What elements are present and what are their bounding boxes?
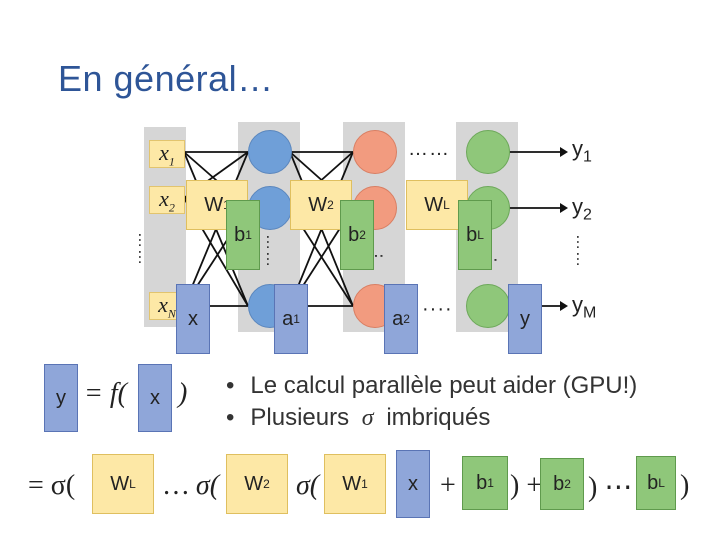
layerL-node-1 — [466, 130, 510, 174]
bullet-1: •Le calcul parallèle peut aider (GPU!) — [226, 372, 638, 399]
bullet-2: •Plusieurs σ imbriqués — [226, 404, 491, 431]
vector-dots: ···· — [422, 298, 453, 320]
output-yM: yM — [572, 292, 597, 322]
eq1-x: x — [138, 364, 172, 432]
eq2-equals: = σ( — [28, 470, 76, 501]
eq1-y: y — [44, 364, 78, 432]
eq2-close: ) — [680, 470, 690, 501]
vector-y: y — [508, 284, 542, 354]
eq1-f: = f( — [84, 378, 127, 409]
input-x2: x2 — [149, 186, 185, 214]
eq1-close: ) — [178, 378, 188, 409]
output-vdots: …… — [573, 234, 590, 268]
page-title: En général… — [58, 58, 274, 99]
input-x1: x1 — [149, 140, 185, 168]
layerL-node-3 — [466, 284, 510, 328]
eq2-plus: + — [440, 470, 456, 501]
input-vdots: …… — [135, 232, 152, 266]
vector-x: x — [176, 284, 210, 354]
layer-dots: …… — [408, 138, 450, 160]
eq2-close-plus: ) + — [510, 470, 543, 501]
layer1-node-1 — [248, 130, 292, 174]
output-y2: y2 — [572, 194, 592, 224]
output-y1: y1 — [572, 136, 592, 166]
eq2-x: x — [396, 450, 430, 518]
eq2-sigma-2: σ( — [296, 470, 320, 501]
layer1-vdots: …… — [263, 234, 280, 268]
layer2-node-1 — [353, 130, 397, 174]
eq2-dots-sigma: … σ( — [164, 470, 220, 501]
